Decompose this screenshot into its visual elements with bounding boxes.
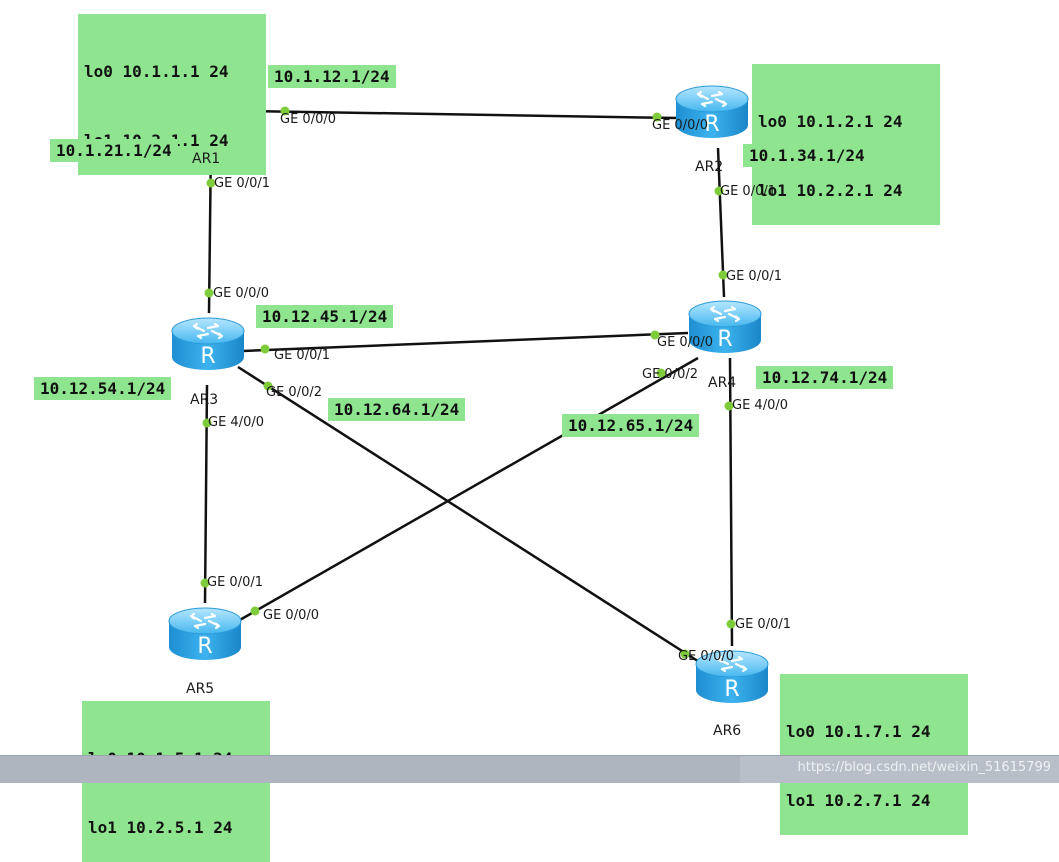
iface-ar3-ge002: GE 0/0/2: [266, 385, 322, 400]
port-dot-ar6: [726, 619, 736, 629]
port-dot-ar4: [656, 368, 666, 378]
iface-ar3-ge400: GE 4/0/0: [208, 415, 264, 430]
iface-ar1-ge001: GE 0/0/1: [214, 176, 270, 191]
link-ar3-ar6[interactable]: [237, 365, 705, 667]
router-name-ar2: AR2: [695, 159, 724, 175]
iface-ar2-ge001: GE 0/0/1: [720, 184, 776, 199]
port-dot-ar1: [206, 178, 216, 188]
status-bar: https://blog.csdn.net/weixin_51615799: [0, 755, 1059, 783]
link-ar1-ar2[interactable]: [246, 109, 678, 120]
router-name-ar6: AR6: [713, 723, 742, 739]
iface-ar5-ge001: GE 0/0/1: [207, 575, 263, 590]
iface-ar6-ge000: GE 0/0/0: [678, 649, 734, 664]
router-ar5[interactable]: R: [168, 607, 242, 660]
port-dot-ar3: [204, 288, 214, 298]
router-name-ar5: AR5: [186, 681, 215, 697]
port-dot-ar4: [650, 330, 660, 340]
iface-ar1-ge000: GE 0/0/0: [280, 112, 336, 127]
port-dot-ar5: [200, 578, 210, 588]
port-dot-ar2: [714, 186, 724, 196]
iface-ar6-ge001: GE 0/0/1: [735, 617, 791, 632]
iface-ar4-ge001: GE 0/0/1: [726, 269, 782, 284]
port-dot-ar1: [280, 106, 290, 116]
router-top: [688, 300, 762, 328]
port-dot-ar5: [250, 606, 260, 616]
ip-label-ar3-ar6: 10.12.64.1/24: [328, 398, 466, 421]
ip-label-ar4-ar6: 10.12.74.1/24: [756, 366, 894, 389]
router-top: [675, 85, 749, 113]
router-arrows: [709, 305, 741, 323]
iface-ar4-ge000: GE 0/0/0: [657, 335, 713, 350]
watermark-url: https://blog.csdn.net/weixin_51615799: [797, 760, 1051, 775]
router-top: [695, 650, 769, 678]
iface-ar3-ge000: GE 0/0/0: [213, 286, 269, 301]
router-arrows: [189, 612, 221, 630]
router-ar4[interactable]: R: [688, 300, 762, 353]
ip-label-ar2-ar4: 10.1.34.1/24: [743, 144, 871, 167]
iface-ar2-ge000: GE 0/0/0: [652, 118, 708, 133]
router-ar6[interactable]: R: [695, 650, 769, 703]
router-arrows: [192, 322, 224, 340]
link-ar3-ar5[interactable]: [203, 384, 209, 604]
port-dot-ar3: [260, 344, 270, 354]
router-ar2[interactable]: R: [675, 85, 749, 138]
ip-label-ar4-ar5: 10.12.65.1/24: [562, 414, 700, 437]
router-ar3[interactable]: R: [171, 317, 245, 370]
iface-ar4-ge400: GE 4/0/0: [732, 398, 788, 413]
router-arrows: [716, 655, 748, 673]
router-name-ar3: AR3: [190, 392, 219, 408]
router-letter: R: [717, 327, 732, 352]
router-letter: R: [704, 112, 719, 137]
status-bar-left-panel: [0, 756, 740, 783]
link-ar4-ar5[interactable]: [237, 356, 699, 623]
ip-label-ar3-ar5: 10.12.54.1/24: [34, 377, 172, 400]
router-letter: R: [197, 634, 212, 659]
router-name-ar1: AR1: [192, 151, 221, 167]
router-name-ar4: AR4: [708, 375, 737, 391]
ip-label-ar1-ar3: 10.1.21.1/24: [50, 139, 178, 162]
router-letter: R: [200, 344, 215, 369]
port-dot-ar3: [202, 418, 212, 428]
port-dot-ar6: [680, 649, 690, 659]
ip-label-ar1-ar2: 10.1.12.1/24: [268, 65, 396, 88]
port-dot-ar4: [724, 401, 734, 411]
link-ar3-ar4[interactable]: [242, 331, 689, 353]
router-letter: R: [724, 677, 739, 702]
port-dot-ar2: [652, 112, 662, 122]
iface-ar3-ge001: GE 0/0/1: [274, 348, 330, 363]
router-top: [171, 317, 245, 345]
iface-ar4-ge002: GE 0/0/2: [642, 367, 698, 382]
router-top: [168, 607, 242, 635]
router-arrows: [696, 90, 728, 108]
ip-label-ar3-ar4: 10.12.45.1/24: [256, 305, 394, 328]
port-dot-ar4: [718, 270, 728, 280]
iface-ar5-ge000: GE 0/0/0: [263, 608, 319, 623]
port-dot-ar3: [263, 381, 273, 391]
